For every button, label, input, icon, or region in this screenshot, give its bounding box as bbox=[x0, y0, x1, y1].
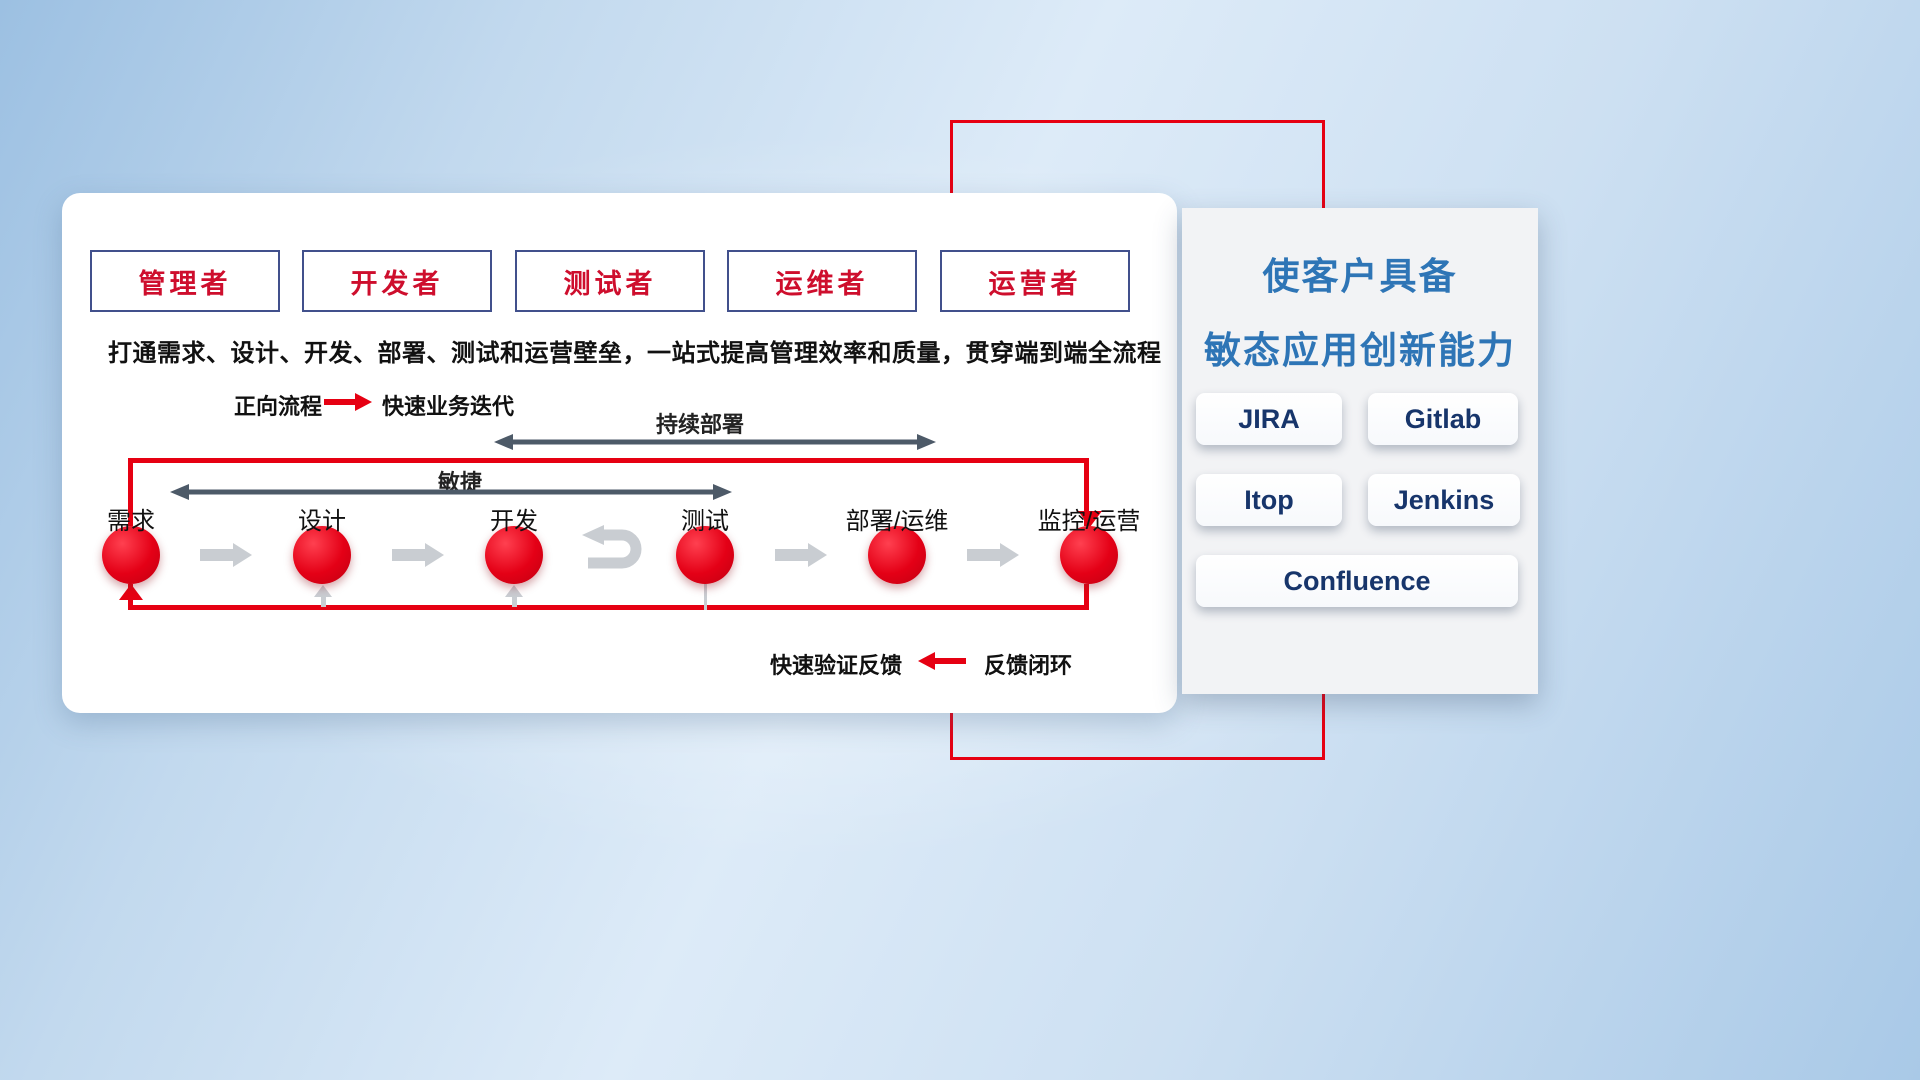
tool-badge-confluence: Confluence bbox=[1196, 555, 1518, 607]
tool-label-jenkins: Jenkins bbox=[1393, 484, 1495, 515]
feedback-loop-line bbox=[128, 584, 1089, 610]
tool-label-itop: Itop bbox=[1244, 484, 1294, 515]
forward-loop-line bbox=[128, 458, 1089, 526]
role-label-manager: 管理者 bbox=[138, 268, 232, 299]
role-box-ops: 运维者 bbox=[727, 250, 917, 312]
stage-node-testing bbox=[676, 526, 734, 584]
tool-label-confluence: Confluence bbox=[1283, 565, 1431, 596]
devops-flow-card: 管理者 开发者 测试者 运维者 运营者 打通需求、设计、开发、部署、测试和运营壁… bbox=[62, 193, 1177, 713]
role-box-operator: 运营者 bbox=[940, 250, 1130, 312]
agile-arrow bbox=[170, 484, 732, 500]
forward-legend-desc: 快速业务迭代 bbox=[382, 394, 515, 419]
tool-badge-jira: JIRA bbox=[1196, 393, 1342, 445]
role-box-manager: 管理者 bbox=[90, 250, 280, 312]
iteration-loop-icon bbox=[582, 525, 642, 569]
forward-legend-label: 正向流程 bbox=[234, 394, 323, 419]
tool-badge-gitlab: Gitlab bbox=[1368, 393, 1518, 445]
forward-loop-arrowhead-icon bbox=[1078, 511, 1102, 527]
flow-arrow-icon bbox=[392, 543, 444, 567]
feedback-up-arrow-icon bbox=[314, 585, 332, 609]
value-title-line2: 敏态应用创新能力 bbox=[1204, 330, 1516, 371]
stage-label-deploy-ops: 部署/运维 bbox=[845, 508, 949, 535]
role-label-operator: 运营者 bbox=[988, 268, 1082, 299]
feedback-legend-label: 反馈闭环 bbox=[984, 653, 1073, 678]
role-box-developer: 开发者 bbox=[302, 250, 492, 312]
stage-node-design bbox=[293, 526, 351, 584]
feedback-arrow-icon bbox=[918, 652, 966, 670]
stage-label-testing: 测试 bbox=[681, 508, 729, 535]
tool-label-jira: JIRA bbox=[1238, 403, 1300, 434]
forward-arrow-icon bbox=[324, 393, 372, 411]
process-description: 打通需求、设计、开发、部署、测试和运营壁垒，一站式提高管理效率和质量，贯穿端到端… bbox=[108, 340, 1162, 367]
feedback-loop-arrowhead-icon bbox=[119, 584, 143, 600]
tool-label-gitlab: Gitlab bbox=[1404, 403, 1482, 434]
value-panel: 使客户具备 敏态应用创新能力 JIRA Gitlab Itop Jenkins … bbox=[1182, 208, 1538, 694]
stage-label-requirements: 需求 bbox=[107, 508, 155, 535]
stage-label-design: 设计 bbox=[298, 508, 346, 535]
tool-badge-itop: Itop bbox=[1196, 474, 1342, 526]
stage-node-deploy-ops bbox=[868, 526, 926, 584]
tool-badge-jenkins: Jenkins bbox=[1368, 474, 1520, 526]
stage-node-development bbox=[485, 526, 543, 584]
stage-node-requirements bbox=[102, 526, 160, 584]
stage-label-monitor-operations: 监控/运营 bbox=[1037, 508, 1141, 535]
feedback-down-line bbox=[704, 584, 707, 610]
role-label-ops: 运维者 bbox=[775, 268, 869, 299]
continuous-deploy-arrow bbox=[494, 434, 936, 450]
flow-arrow-icon bbox=[200, 543, 252, 567]
value-title-line1: 使客户具备 bbox=[1262, 256, 1458, 297]
stage-label-development: 开发 bbox=[490, 508, 538, 535]
role-label-tester: 测试者 bbox=[563, 268, 657, 299]
stage-node-monitor-operations bbox=[1060, 526, 1118, 584]
flow-arrow-icon bbox=[775, 543, 827, 567]
feedback-up-arrow-icon bbox=[505, 585, 523, 609]
flow-arrow-icon bbox=[967, 543, 1019, 567]
continuous-deploy-label: 持续部署 bbox=[655, 412, 744, 437]
feedback-legend-desc: 快速验证反馈 bbox=[770, 653, 903, 678]
role-label-developer: 开发者 bbox=[350, 268, 444, 299]
role-box-tester: 测试者 bbox=[515, 250, 705, 312]
